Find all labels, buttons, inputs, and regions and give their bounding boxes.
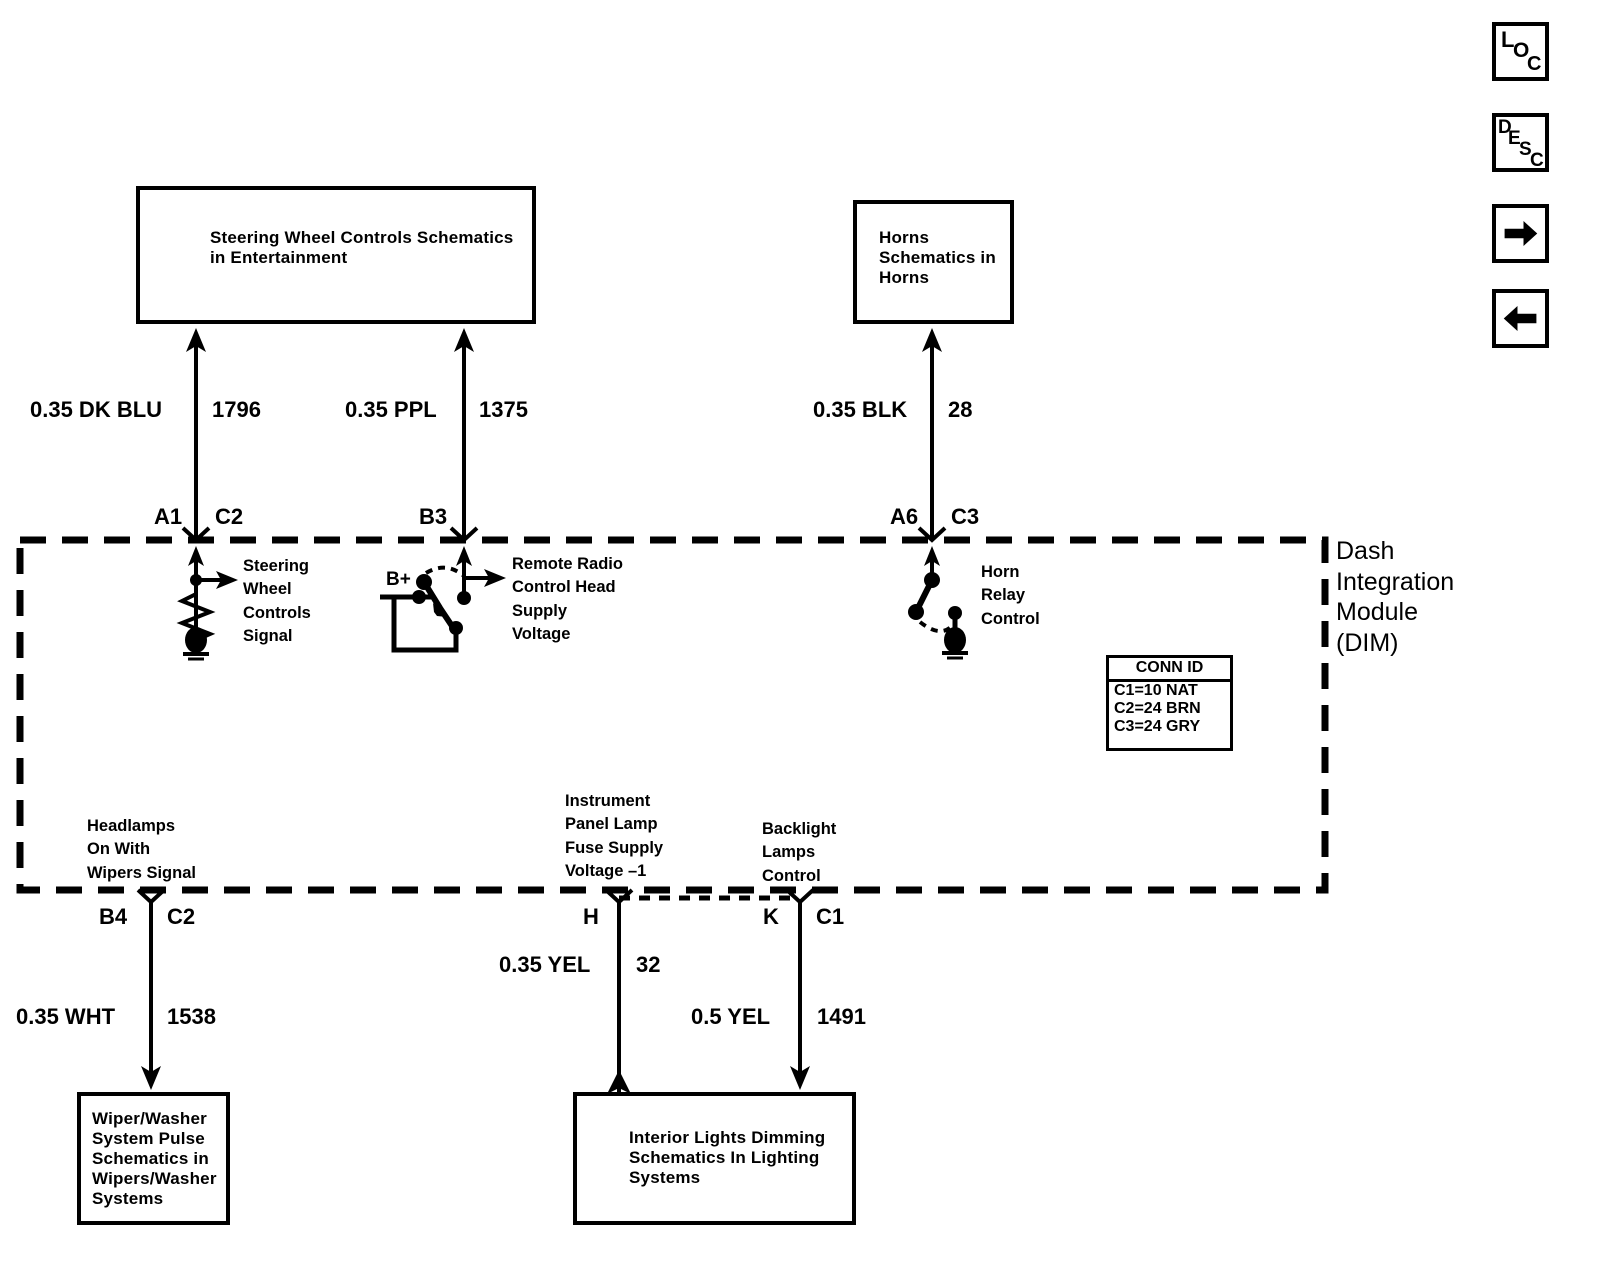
pin-label-b3-terminal: B3 [419,504,448,529]
right-arrow-icon [1504,221,1538,246]
wire-label-1375-circuit: 1375 [479,397,528,422]
pin-label-k-connector: C1 [816,904,845,929]
signal-label-headlamps-on-with-wipers: Headlamps On With Wipers Signal [87,817,196,882]
pin-label-b4-terminal: B4 [99,904,128,929]
desc-letter-3: S [1519,139,1532,160]
wire-28-path [917,328,947,543]
desc-letter-4: C [1530,150,1544,171]
schematic-box-interior-lights-label: Interior Lights Dimming Schematics In Li… [629,1127,826,1187]
schematic-box-steering-wheel-controls-label: Steering Wheel Controls Schematics in En… [210,228,514,267]
pin-label-a1-connector: C2 [215,504,244,529]
wire-label-1538-circuit: 1538 [167,1004,216,1029]
loc-button[interactable]: L O C [1492,22,1549,81]
schematic-box-wiper-washer[interactable]: Wiper/Washer System Pulse Schematics in … [77,1092,230,1225]
conn-id-row-c3: C3=24 GRY [1114,718,1201,735]
pin-label-a1-terminal: A1 [154,504,183,529]
wire-label-1491-circuit: 1491 [817,1004,866,1029]
schematic-box-wiper-washer-label: Wiper/Washer System Pulse Schematics in … [92,1108,217,1208]
conn-id-header: CONN ID [1109,658,1230,682]
conn-id-row-c1: C1=10 NAT [1114,682,1198,699]
pin-label-h-terminal: H [583,904,599,929]
wire-label-1796-gauge: 0.35 DK BLU [30,397,163,422]
loc-letter-1: L [1501,27,1515,52]
pin-label-b4-connector: C2 [167,904,196,929]
remote-radio-internal-circuit [380,546,506,653]
schematic-box-steering-wheel-controls[interactable]: Steering Wheel Controls Schematics in En… [136,186,536,324]
wire-label-1375-gauge: 0.35 PPL [345,397,437,422]
wire-32-path [604,888,634,1094]
pin-label-a6-connector: C3 [951,504,980,529]
signal-label-horn-relay-control: Horn Relay Control [981,563,1040,628]
loc-letter-2: O [1513,39,1530,62]
desc-letter-1: D [1498,117,1512,138]
wire-1538-path [136,888,166,1090]
wire-label-28-circuit: 28 [948,397,973,422]
horn-relay-internal-circuit [908,546,968,660]
prev-button[interactable] [1492,289,1549,348]
steering-wheel-internal-circuit [176,546,238,661]
schematic-box-interior-lights[interactable]: Interior Lights Dimming Schematics In Li… [573,1092,856,1225]
wire-1796-path [181,328,211,543]
signal-label-backlight-lamps-control: Backlight Lamps Control [762,820,837,885]
wire-label-1796-circuit: 1796 [212,397,261,422]
conn-id-row-c2: C2=24 BRN [1114,700,1201,717]
wire-label-32-gauge: 0.35 YEL [499,952,591,977]
wire-label-1491-gauge: 0.5 YEL [691,1004,771,1029]
wire-label-32-circuit: 32 [636,952,661,977]
pin-label-a6-terminal: A6 [890,504,919,529]
signal-label-instrument-panel-lamp: Instrument Panel Lamp Fuse Supply Voltag… [565,792,664,881]
wire-label-28-gauge: 0.35 BLK [813,397,908,422]
dim-module-label: Dash Integration Module (DIM) [1336,537,1455,657]
desc-button[interactable]: D E S C [1492,113,1549,172]
wire-1491-path [785,888,815,1090]
desc-letter-2: E [1508,128,1521,149]
signal-label-steering-wheel-controls-signal: Steering Wheel Controls Signal [243,557,311,646]
left-arrow-icon [1503,306,1537,331]
schematic-box-horns-label: Horns Schematics in Horns [879,228,996,287]
schematic-box-horns[interactable]: Horns Schematics in Horns [853,200,1014,324]
battery-positive-label: B+ [386,569,411,590]
conn-id-table: CONN ID C1=10 NAT C2=24 BRN C3=24 GRY [1106,655,1233,751]
next-button[interactable] [1492,204,1549,263]
signal-label-remote-radio-supply: Remote Radio Control Head Supply Voltage [512,555,623,644]
pin-label-k-terminal: K [763,904,779,929]
loc-letter-3: C [1527,53,1542,75]
wire-1375-path [449,328,479,543]
wire-label-1538-gauge: 0.35 WHT [16,1004,116,1029]
